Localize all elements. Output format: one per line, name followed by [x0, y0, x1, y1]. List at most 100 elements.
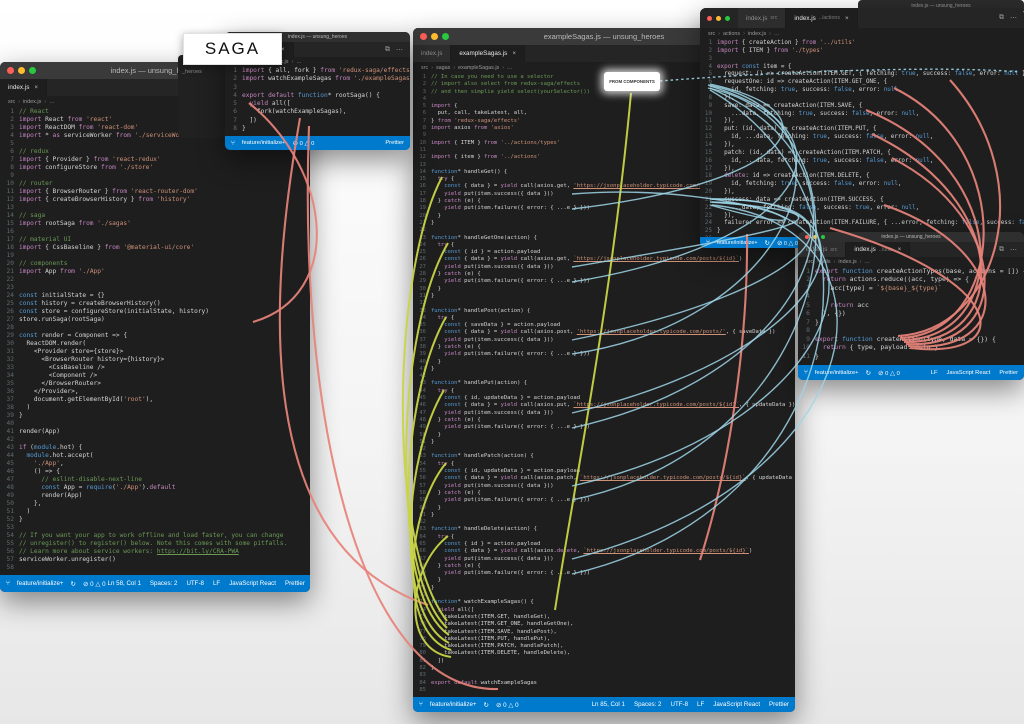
close-icon[interactable]: × — [34, 84, 39, 91]
branch-label[interactable]: feature/initialize+ — [814, 369, 859, 376]
code-line: 52 — [419, 446, 426, 453]
status-item[interactable]: LF — [930, 369, 938, 376]
more-actions-icon[interactable]: ⋯ — [1010, 246, 1017, 254]
titlebar[interactable]: index.js — unsung_heroes — [798, 232, 1024, 242]
close-icon[interactable]: × — [897, 246, 902, 253]
git-branch-icon[interactable]: ⑂ — [804, 369, 808, 376]
problems[interactable]: ⊘ 0 △ 0 — [82, 580, 106, 588]
problems[interactable]: ⊘ 0 △ 0 — [878, 369, 900, 377]
status-item[interactable]: Prettier — [769, 701, 789, 708]
status-item[interactable]: LF — [212, 580, 221, 587]
status-item[interactable]: JavaScript React — [713, 701, 761, 708]
tab-index.js[interactable]: index.js src — [738, 8, 787, 28]
more-actions-icon[interactable]: ⋯ — [1010, 15, 1017, 22]
status-item[interactable]: Prettier — [284, 580, 305, 587]
minimize-window-button[interactable] — [431, 33, 438, 40]
breadcrumb-item[interactable]: utils — [820, 258, 831, 265]
breadcrumb-item[interactable]: … — [773, 30, 780, 37]
breadcrumb-item[interactable]: sagas — [435, 64, 451, 71]
git-branch-icon[interactable]: ⑂ — [706, 239, 710, 246]
code-line: 32 <BrowserRouter history={history}> — [6, 356, 165, 363]
git-branch-icon[interactable]: ⑂ — [419, 701, 423, 708]
breadcrumb-item[interactable]: index.js — [838, 258, 857, 265]
zoom-window-button[interactable] — [442, 33, 449, 40]
warnings-icon: △ — [95, 580, 101, 588]
window-title: index.js — unsung_heroes — [881, 234, 941, 240]
breadcrumb-item[interactable]: exampleSagas.js — [458, 64, 500, 71]
tab-exampleSagas.js[interactable]: exampleSagas.js× — [451, 45, 525, 62]
breadcrumb-item[interactable]: … — [296, 58, 302, 65]
branch-label[interactable]: feature/initialize+ — [241, 140, 286, 146]
status-item[interactable]: Ln 85, Col 1 — [591, 701, 625, 708]
zoom-window-button[interactable] — [725, 15, 730, 21]
problems[interactable]: ⊘ 0 △ 0 — [776, 239, 798, 247]
problems[interactable]: ⊘ 0 △ 0 — [495, 701, 519, 709]
status-item[interactable]: JavaScript React — [229, 580, 276, 587]
tab-index.js[interactable]: index.js — [413, 45, 452, 62]
status-item[interactable]: Ln 58, Col 1 — [107, 580, 141, 587]
git-branch-icon[interactable]: ⑂ — [231, 139, 235, 147]
split-editor-icon[interactable]: ⧉ — [385, 45, 390, 53]
status-item[interactable]: Prettier — [385, 140, 404, 146]
branch-label[interactable]: feature/initialize+ — [716, 239, 758, 246]
breadcrumb-item[interactable]: … — [49, 98, 55, 105]
breadcrumb-item[interactable]: … — [507, 64, 513, 71]
titlebar[interactable]: index.js — unsung_heroes — [225, 32, 410, 42]
code-line: 5 request: () => createAction(ITEM.GET, … — [708, 71, 1024, 78]
status-item[interactable]: Spaces: 2 — [149, 580, 178, 587]
breadcrumb-item[interactable]: index.js — [22, 98, 42, 105]
breadcrumb-item[interactable]: … — [864, 258, 870, 265]
breadcrumb-item[interactable]: actions — [722, 30, 741, 37]
tab-index.js[interactable]: index.js× — [0, 79, 48, 96]
tab-index.js[interactable]: index.js src — [798, 242, 847, 257]
window-title: index.js — unsung_heroes — [110, 66, 200, 75]
git-branch-icon[interactable]: ⑂ — [6, 580, 10, 587]
status-item[interactable]: Spaces: 2 — [633, 701, 662, 708]
code-line: 35 </BrowserRouter> — [6, 380, 101, 387]
close-window-button[interactable] — [420, 33, 427, 40]
breadcrumb-item[interactable]: src — [421, 64, 429, 71]
status-item[interactable]: UTF-8 — [186, 580, 204, 587]
breadcrumb-item[interactable]: index.js — [747, 30, 767, 37]
background-window-fragment: _heroes — [178, 55, 225, 138]
branch-label[interactable]: feature/initialize+ — [16, 580, 64, 587]
branch-label[interactable]: feature/initialize+ — [429, 701, 477, 708]
status-item[interactable]: UTF-8 — [670, 701, 689, 708]
more-actions-icon[interactable]: ⋯ — [396, 46, 403, 54]
status-item[interactable]: JavaScript React — [946, 369, 991, 376]
minimize-window-button[interactable] — [18, 67, 25, 74]
saga-label: SAGA — [183, 33, 282, 65]
breadcrumb-item[interactable]: src — [708, 30, 716, 37]
status-item[interactable]: Prettier — [999, 369, 1018, 376]
status-item[interactable]: LF — [697, 701, 705, 708]
close-icon[interactable]: × — [844, 14, 849, 22]
sync-icon[interactable]: ↻ — [483, 701, 489, 709]
close-window-button[interactable] — [707, 15, 712, 21]
tab-index.js[interactable]: index.js ../utils× — [846, 242, 911, 257]
sync-icon[interactable]: ↻ — [865, 369, 872, 377]
close-window-button[interactable] — [7, 67, 14, 74]
code-line: 67 yield put(item.success({ data })) — [419, 555, 554, 562]
tab-index.js[interactable]: index.js ../actions× — [786, 8, 858, 28]
split-editor-icon[interactable]: ⧉ — [999, 14, 1004, 21]
sync-icon[interactable]: ↻ — [70, 580, 76, 588]
close-icon[interactable]: × — [512, 50, 516, 57]
minimize-window-button[interactable] — [716, 15, 721, 21]
sync-icon[interactable]: ↻ — [764, 239, 770, 247]
breadcrumb-item[interactable]: src — [806, 258, 814, 265]
code-line: 6 put, call, takeLatest, all, — [422, 110, 528, 117]
titlebar[interactable]: exampleSagas.js — unsung_heroes — [413, 28, 795, 45]
code-line: 58 } catch (e) { — [419, 489, 481, 496]
problems[interactable]: ⊘ 0 △ 0 — [292, 140, 315, 147]
breadcrumb-item[interactable]: src — [8, 98, 16, 105]
close-icon[interactable]: × — [280, 46, 285, 53]
code-line: 68 } catch (e) { — [419, 562, 481, 569]
zoom-window-button[interactable] — [29, 67, 36, 74]
errors-icon: ⊘ — [292, 140, 299, 147]
split-editor-icon[interactable]: ⧉ — [999, 245, 1004, 253]
